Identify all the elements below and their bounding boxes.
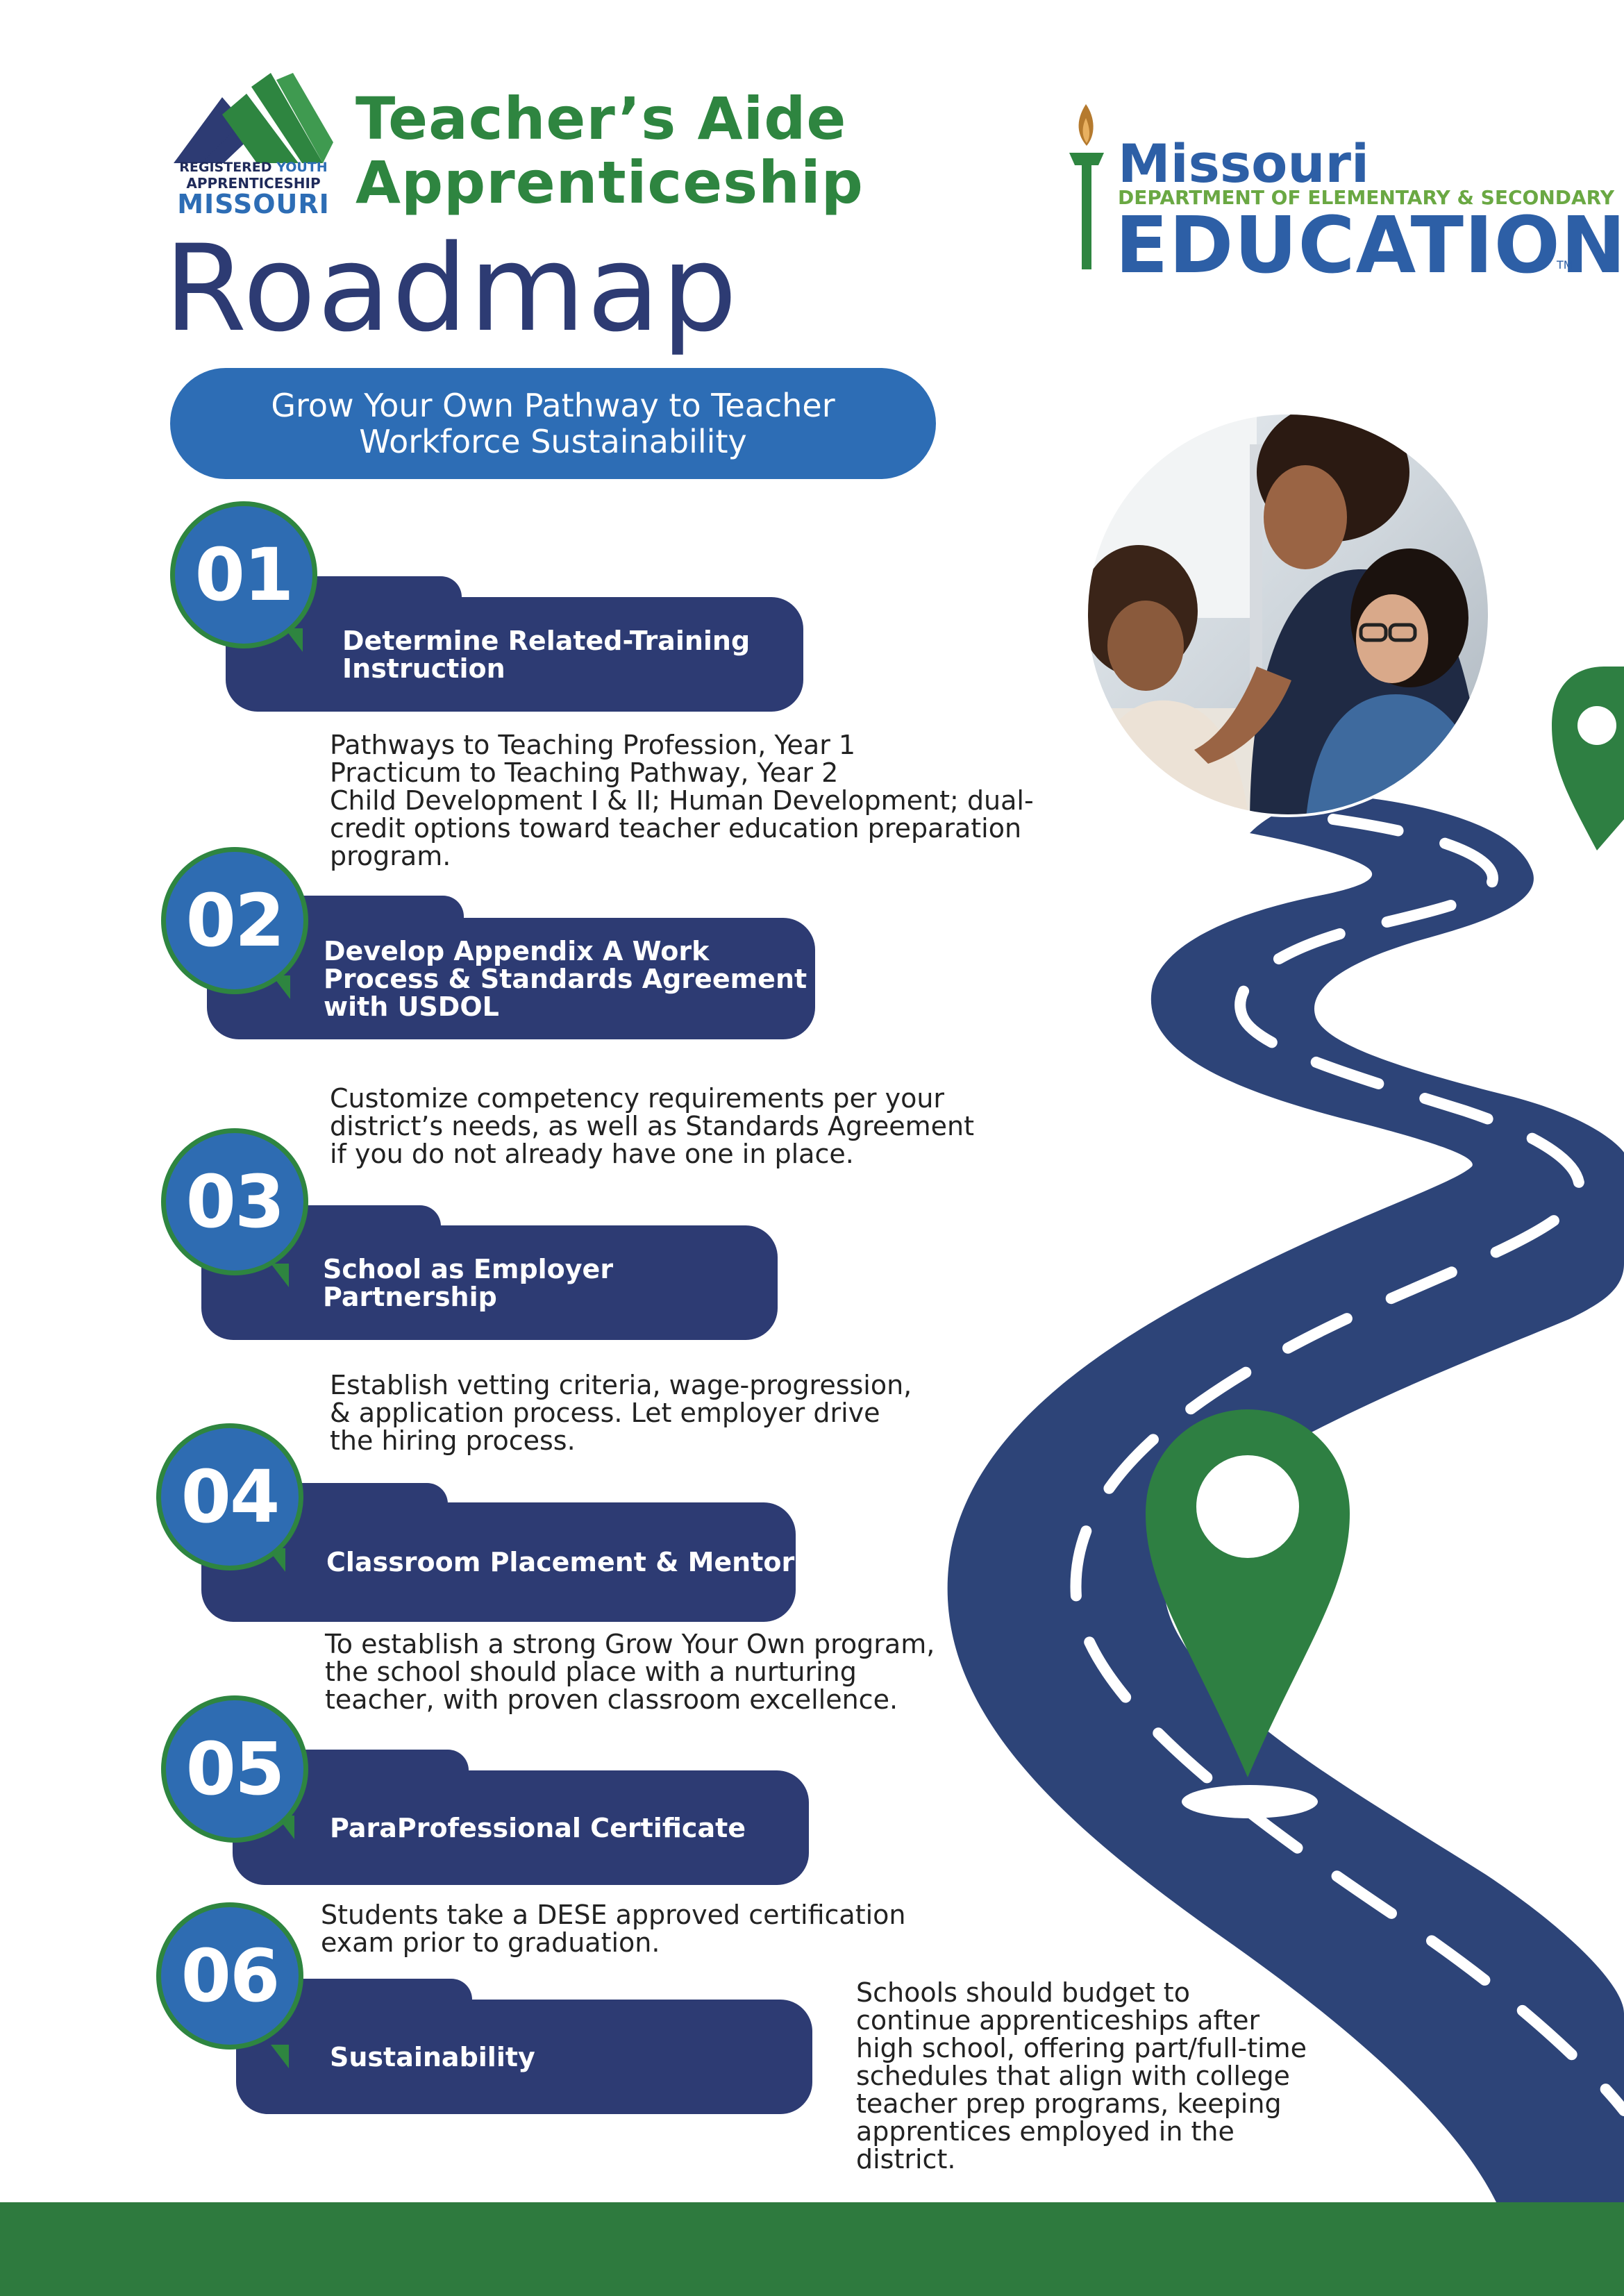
teacher-photo <box>1087 413 1489 816</box>
step-02-title: Develop Appendix A Work Process & Standa… <box>207 918 815 1039</box>
step-03-title: School as Employer Partnership <box>201 1225 778 1340</box>
step-04-number: 04 <box>156 1423 303 1570</box>
step-06-description: Schools should budget to continue appren… <box>856 1977 1307 2175</box>
step-06-title: Sustainability <box>236 2000 812 2114</box>
step-01-title: Determine Related-Training Instruction <box>226 597 803 712</box>
step-02-description: Customize competency requirements per yo… <box>330 1083 974 1169</box>
step-05-title: ParaProfessional Certificate <box>233 1770 809 1885</box>
step-01-number: 01 <box>170 501 317 648</box>
step-03-description: Establish vetting criteria, wage-progres… <box>330 1370 912 1456</box>
step-06-number: 06 <box>156 1902 303 2050</box>
road <box>947 796 1624 2202</box>
step-04-description: To establish a strong Grow Your Own prog… <box>325 1629 935 1715</box>
page-title-roadmap: Roadmap <box>164 219 739 358</box>
step-01-description: Pathways to Teaching Profession, Year 1 … <box>330 730 1034 871</box>
step-04-title: Classroom Placement & Mentor <box>201 1502 796 1622</box>
step-02-number: 02 <box>161 847 308 994</box>
step-03-number: 03 <box>161 1128 308 1275</box>
subtitle-banner: Grow Your Own Pathway to Teacher Workfor… <box>170 368 936 479</box>
step-05-number: 05 <box>161 1695 308 1843</box>
torch-icon <box>1069 104 1104 269</box>
footer-bar <box>0 2202 1624 2296</box>
ryam-logo-text: REGISTERED YOUTH APPRENTICESHIP MISSOURI <box>177 160 330 219</box>
ryam-logo-icon <box>174 73 333 163</box>
map-pin-large-icon <box>1146 1409 1350 1818</box>
dese-logo: Missouri DEPARTMENT OF ELEMENTARY & SECO… <box>1062 97 1624 285</box>
step-05-description: Students take a DESE approved certificat… <box>321 1900 906 1958</box>
map-pin-small-icon <box>1552 667 1624 873</box>
page-title: Teacher’s Aide Apprenticeship <box>355 85 864 217</box>
